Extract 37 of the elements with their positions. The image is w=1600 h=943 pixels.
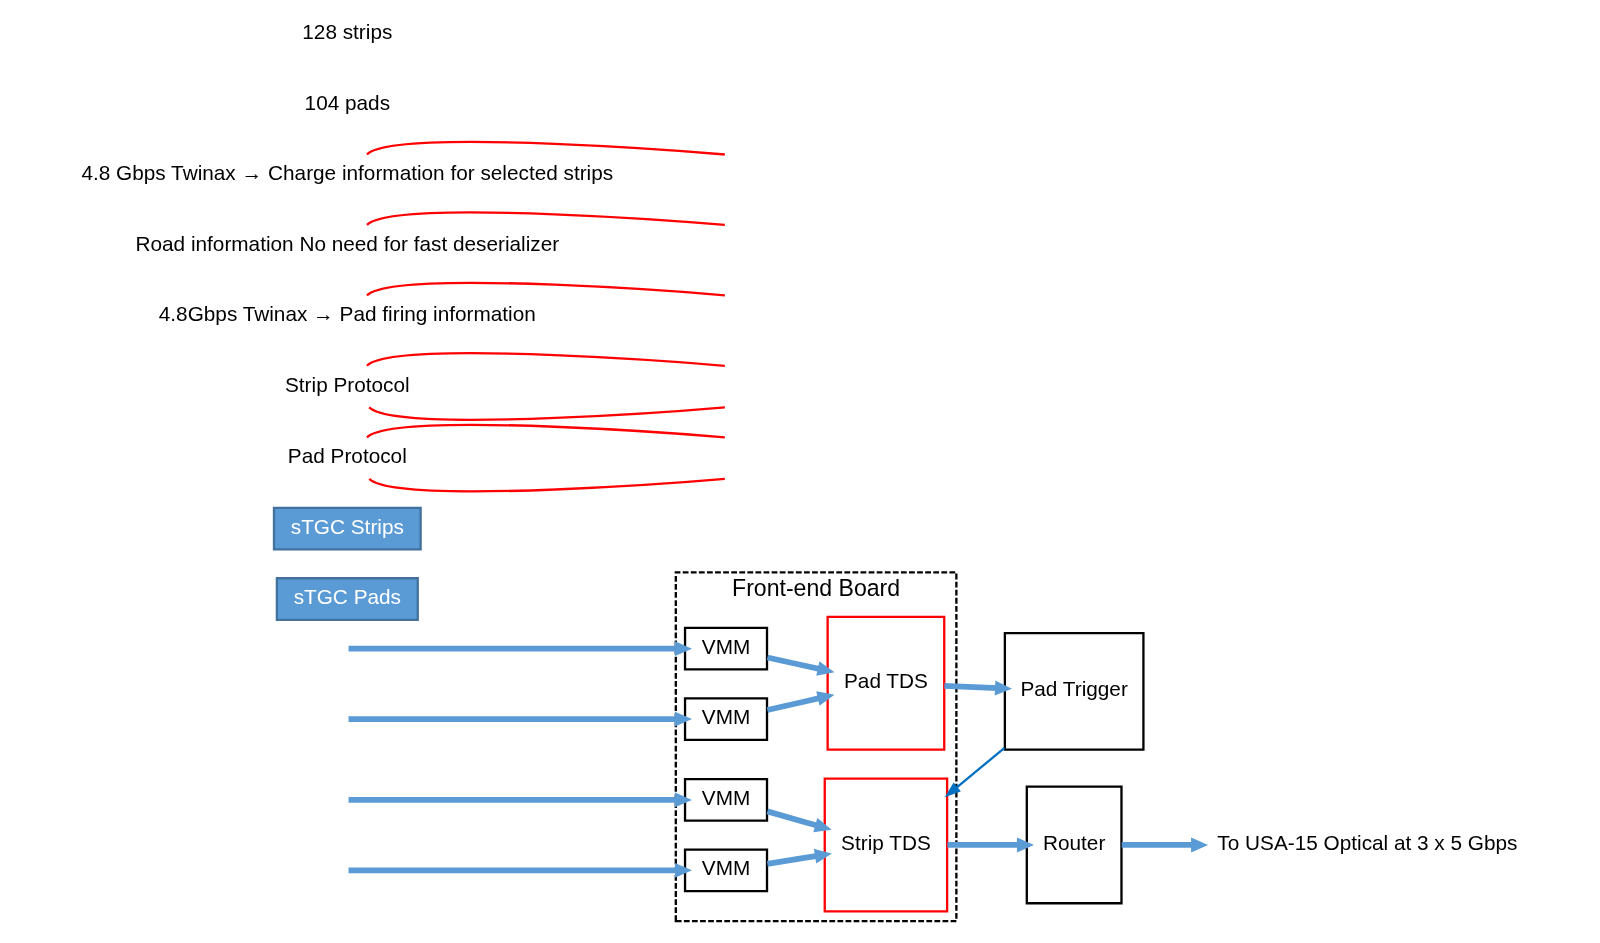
connector bbox=[365, 210, 725, 226]
node-text: Pad Protocol bbox=[287, 443, 407, 467]
label: 104 pads bbox=[304, 90, 390, 114]
node-text: Strip Protocol bbox=[284, 372, 410, 396]
arrow bbox=[946, 837, 1034, 852]
arrow bbox=[766, 690, 834, 713]
arrow bbox=[348, 711, 692, 726]
node-box: Pad Trigger bbox=[1003, 631, 1145, 751]
connector bbox=[365, 140, 725, 156]
node-box: VMM bbox=[683, 626, 768, 671]
arrow bbox=[1121, 837, 1208, 852]
arrow bbox=[944, 746, 1005, 797]
node-box: Strip TDS bbox=[823, 776, 948, 912]
node-box: Router bbox=[1025, 784, 1123, 904]
connector bbox=[365, 281, 725, 296]
connector bbox=[365, 423, 725, 438]
node-text: To USA-15 Optical at 3 x 5 Gbps bbox=[1216, 830, 1517, 854]
node-box: VMM bbox=[683, 777, 768, 822]
arrow bbox=[348, 640, 692, 656]
connector bbox=[368, 477, 725, 492]
arrow bbox=[348, 862, 692, 878]
node-box: sTGC Pads bbox=[275, 576, 419, 621]
node-box: sTGC Strips bbox=[272, 506, 422, 550]
node-text: Road information No need for fast deserializer bbox=[135, 231, 559, 255]
arrow bbox=[766, 654, 834, 676]
node-box: Pad TDS bbox=[825, 615, 945, 751]
arrow bbox=[348, 791, 692, 807]
node-box: VMM bbox=[683, 696, 768, 741]
node-text: 4.8 Gbps Twinax → Charge information for selected strips bbox=[80, 160, 613, 184]
connector bbox=[365, 351, 725, 367]
connector bbox=[368, 405, 725, 421]
node-text: 4.8Gbps Twinax → Pad firing information bbox=[158, 301, 536, 325]
arrow bbox=[766, 808, 832, 832]
node-box: VMM bbox=[683, 847, 768, 892]
arrow bbox=[943, 680, 1012, 695]
label: 128 strips bbox=[301, 19, 392, 43]
arrow bbox=[766, 848, 832, 867]
